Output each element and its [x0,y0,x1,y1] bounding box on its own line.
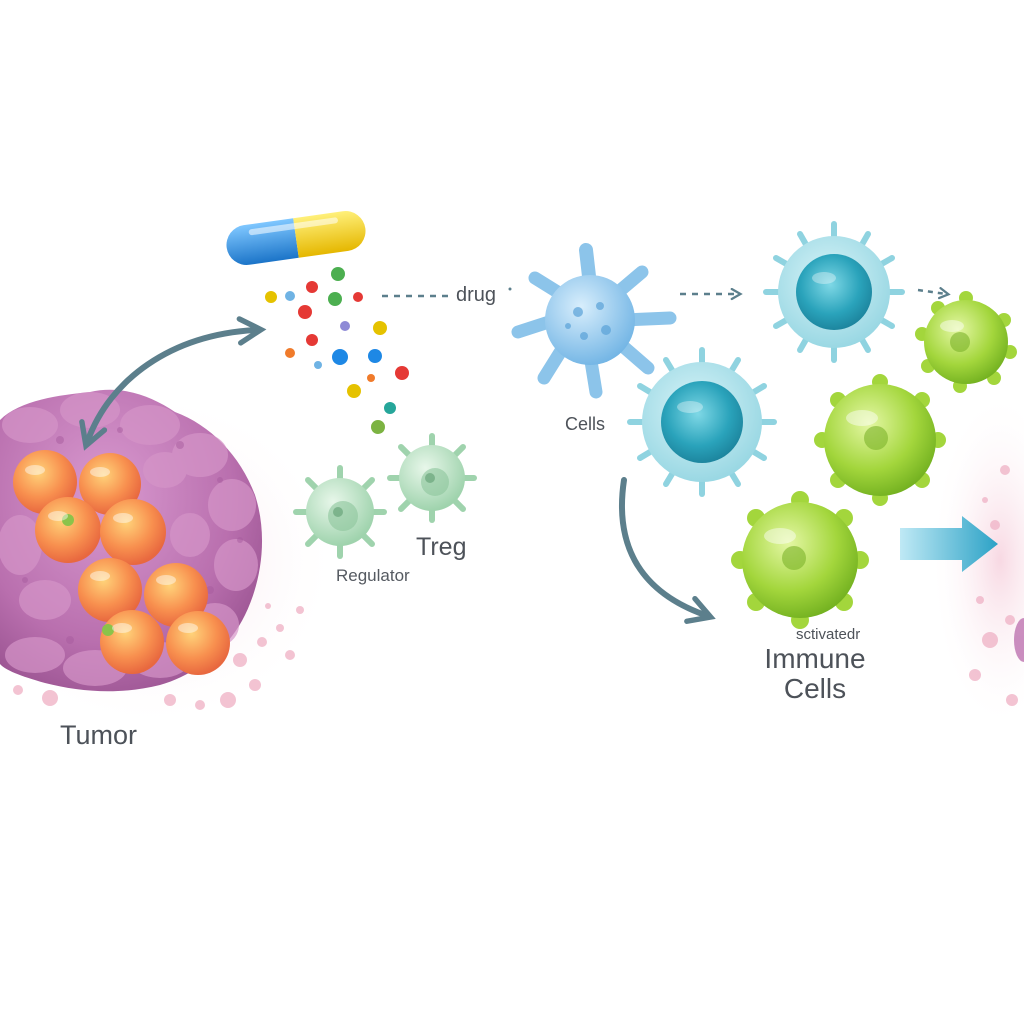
tumor-particles [13,603,304,710]
tumor-cell-cluster-icon [0,389,263,692]
curved-arrow-icon [618,477,716,624]
immune-label-line2: Cells [783,673,847,704]
drug-label: drug [456,284,497,306]
right-particles [969,465,1024,706]
tumor-cells [13,450,230,675]
cells-label: Cells [565,414,606,434]
regulator-label: Regulator [336,566,410,585]
dendritic-cell-icon [511,243,677,399]
treg-label: Treg [416,533,467,561]
big-right-arrow-icon [900,516,998,572]
tumor-label: Tumor [60,720,138,750]
dashed-arrow-2 [917,287,951,300]
treg-cell-icon [293,433,477,559]
t-cell-icon [627,221,905,497]
immune-label-line1: Immune [764,643,866,674]
capsule-icon [226,211,366,265]
activated-label: ѕctivatedr [796,626,861,643]
arrow-icon [79,316,267,451]
immune-cells-label: Immune Cells [752,644,878,704]
activated-immune-cell-icon [731,291,1017,629]
drug-particles [265,267,409,434]
